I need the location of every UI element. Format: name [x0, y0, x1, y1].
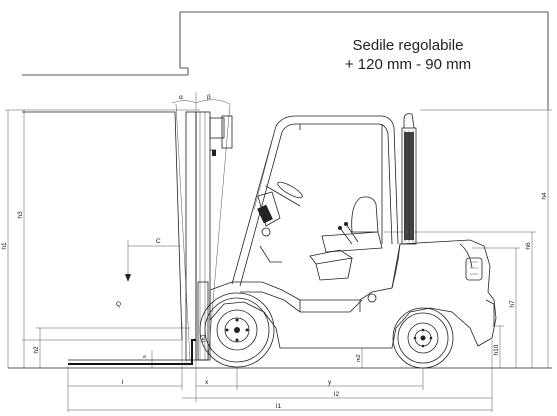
- overhead-guard: [231, 115, 399, 287]
- mast-tilt-angles: α β: [171, 92, 231, 361]
- operator-seat: [309, 196, 383, 281]
- forks: s m1: [68, 322, 207, 368]
- front-wheel: [199, 292, 275, 368]
- dim-h10: h10: [493, 344, 500, 355]
- dim-l: l: [122, 379, 124, 386]
- seat-note-line2: + 120 mm - 90 mm: [345, 56, 471, 73]
- label-q: Q: [116, 301, 121, 308]
- mast: [185, 111, 233, 361]
- dim-h7: h7: [509, 300, 516, 308]
- dim-h4: h4: [541, 192, 548, 200]
- right-dimensions: h4 h6 h7 h10 m2: [356, 109, 552, 368]
- dim-y: y: [328, 379, 332, 386]
- left-dimensions: h1 h3 h2: [1, 109, 200, 368]
- dim-m1: m1: [201, 334, 207, 342]
- seat-adjustment-inset: Sedile regolabile + 120 mm - 90 mm: [22, 11, 549, 110]
- load-centre: C Q: [116, 238, 180, 308]
- dim-h1: h1: [1, 242, 8, 250]
- steering-wheel: [257, 181, 303, 263]
- dim-s: s: [142, 355, 148, 358]
- dim-h6: h6: [525, 242, 532, 250]
- exhaust-pipe: [401, 113, 417, 245]
- control-levers: [338, 222, 359, 245]
- seat-note-line1: Sedile regolabile: [353, 37, 464, 54]
- dim-h2: h2: [33, 346, 40, 354]
- dim-x: x: [205, 379, 209, 386]
- dim-l2: l2: [334, 391, 339, 398]
- angle-beta: β: [207, 94, 211, 101]
- rear-wheel: [392, 307, 454, 369]
- angle-alpha: α: [179, 94, 183, 101]
- dim-m2: m2: [356, 354, 362, 362]
- dim-h3: h3: [17, 211, 24, 219]
- dim-c: C: [156, 238, 161, 245]
- dim-l1: l1: [276, 403, 281, 410]
- truck-body: [209, 239, 497, 349]
- bottom-dimensions: l x y l2 l1: [67, 340, 493, 412]
